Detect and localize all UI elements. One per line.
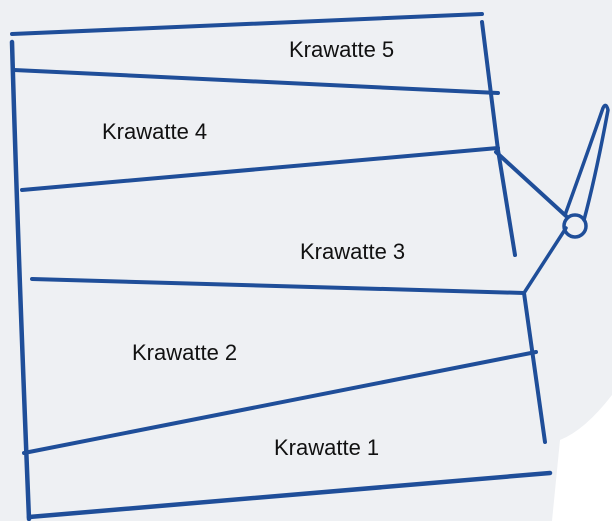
tie-label-3: Krawatte 3 [300,239,406,264]
tie-knot-loop [562,213,588,239]
tie-line-5-top [12,68,500,95]
frame-right-lower-edge [522,291,547,444]
tie-label-2: Krawatte 2 [132,340,238,365]
tie-label-5: Krawatte 5 [289,37,395,62]
tie-line-2-lower [22,350,538,455]
tie-line-3-lower [30,277,526,295]
tie-knot-upper-band [494,150,568,218]
tie-knot-lower-band [522,226,568,295]
tie-label-4: Krawatte 4 [102,119,208,144]
frame-left-edge [9,39,32,521]
frame-right-upper-edge [480,20,517,257]
tie-tail [563,103,610,222]
frame-top-edge [10,12,484,36]
frame-bottom-edge [26,470,553,520]
tie-line-4-lower [20,146,500,192]
tie-label-1: Krawatte 1 [274,435,380,460]
